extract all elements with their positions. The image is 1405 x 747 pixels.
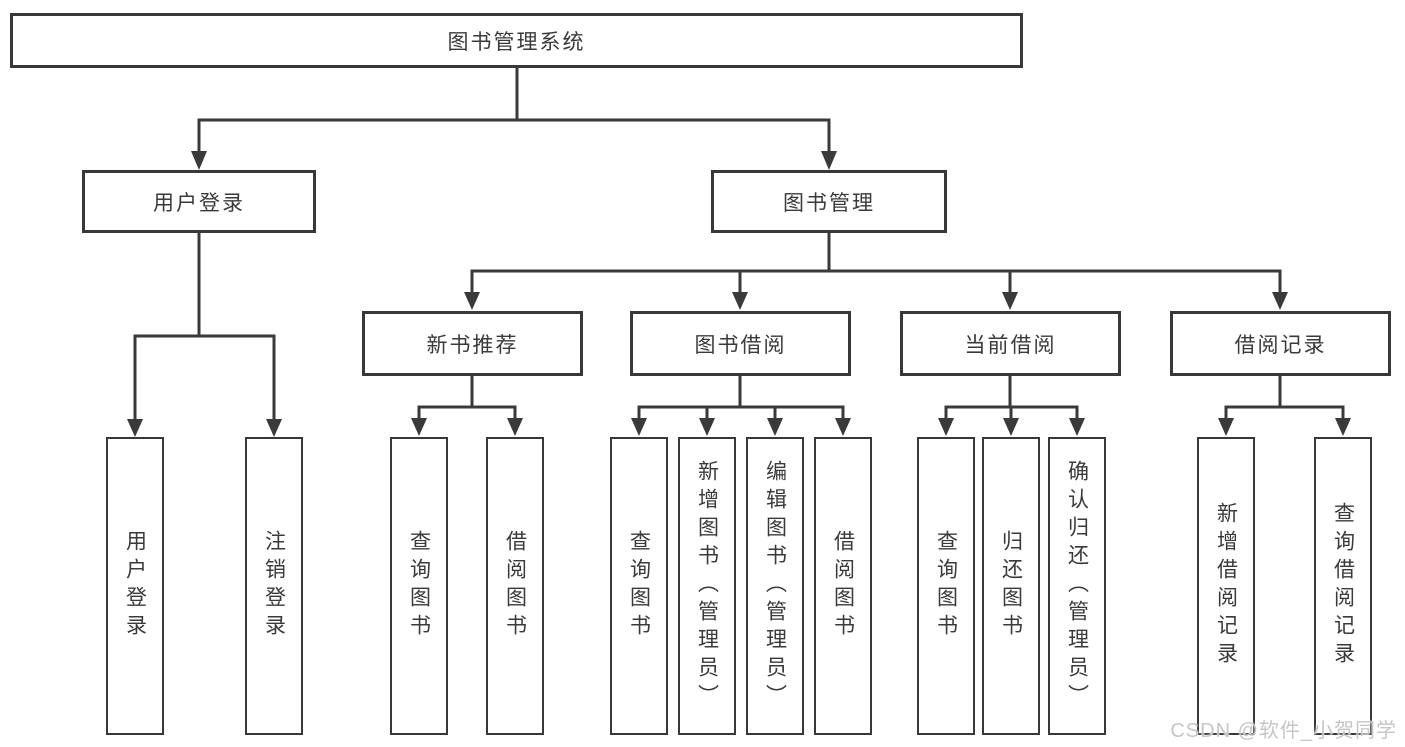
leaf-current-query-book-label: 查询图书 <box>934 530 958 642</box>
connector-current-borrow-children <box>938 374 1085 436</box>
leaf-record-query-record-label: 查询借阅记录 <box>1331 502 1355 670</box>
connector-book-mgmt-to-level3 <box>464 231 1288 310</box>
leaf-newbook-query-book-label: 查询图书 <box>407 530 431 642</box>
leaf-logout: 注销登录 <box>245 437 303 735</box>
node-system-root-label: 图书管理系统 <box>447 30 586 54</box>
leaf-borrow-query-book-label: 查询图书 <box>627 530 651 642</box>
node-borrow-records-label: 借阅记录 <box>1234 333 1327 357</box>
leaf-newbook-query-book: 查询图书 <box>390 437 448 735</box>
leaf-borrow-query-book: 查询图书 <box>610 437 668 735</box>
node-book-borrowing-label: 图书借阅 <box>694 333 787 357</box>
leaf-newbook-borrow-book: 借阅图书 <box>486 437 544 735</box>
node-new-book-recommend: 新书推荐 <box>362 311 583 376</box>
node-user-login-branch-label: 用户登录 <box>153 191 245 215</box>
leaf-borrow-borrow-book-label: 借阅图书 <box>831 530 855 642</box>
connector-new-book-children <box>411 374 523 436</box>
leaf-current-confirm-return-admin: 确认归还（管理员） <box>1048 437 1106 735</box>
node-new-book-recommend-label: 新书推荐 <box>426 333 519 357</box>
leaf-user-login-label: 用户登录 <box>123 530 147 642</box>
connector-root-to-level2 <box>191 66 837 170</box>
node-book-management-label: 图书管理 <box>783 191 875 215</box>
node-book-management: 图书管理 <box>711 170 947 233</box>
node-book-borrowing: 图书借阅 <box>630 311 851 376</box>
node-current-borrowing: 当前借阅 <box>900 311 1121 376</box>
leaf-current-confirm-return-admin-label: 确认归还（管理员） <box>1065 460 1089 712</box>
connector-book-borrow-children <box>631 374 851 436</box>
leaf-record-add-record: 新增借阅记录 <box>1197 437 1255 735</box>
leaf-current-query-book: 查询图书 <box>917 437 975 735</box>
csdn-watermark: CSDN @软件_小贺同学 <box>1170 720 1397 742</box>
node-borrow-records: 借阅记录 <box>1170 311 1391 376</box>
connector-borrow-record-children <box>1218 374 1351 436</box>
leaf-user-login: 用户登录 <box>106 437 164 735</box>
leaf-borrow-add-book-admin: 新增图书（管理员） <box>678 437 736 735</box>
leaf-record-add-record-label: 新增借阅记录 <box>1214 502 1238 670</box>
connector-user-login-children <box>127 231 282 437</box>
leaf-borrow-borrow-book: 借阅图书 <box>814 437 872 735</box>
leaf-newbook-borrow-book-label: 借阅图书 <box>503 530 527 642</box>
leaf-borrow-edit-book-admin-label: 编辑图书（管理员） <box>763 460 787 712</box>
leaf-current-return-book: 归还图书 <box>982 437 1040 735</box>
node-current-borrowing-label: 当前借阅 <box>964 333 1057 357</box>
leaf-borrow-add-book-admin-label: 新增图书（管理员） <box>695 460 719 712</box>
node-user-login-branch: 用户登录 <box>82 170 316 233</box>
leaf-logout-label: 注销登录 <box>262 530 286 642</box>
leaf-record-query-record: 查询借阅记录 <box>1314 437 1372 735</box>
leaf-current-return-book-label: 归还图书 <box>999 530 1023 642</box>
node-system-root: 图书管理系统 <box>10 13 1023 68</box>
leaf-borrow-edit-book-admin: 编辑图书（管理员） <box>746 437 804 735</box>
